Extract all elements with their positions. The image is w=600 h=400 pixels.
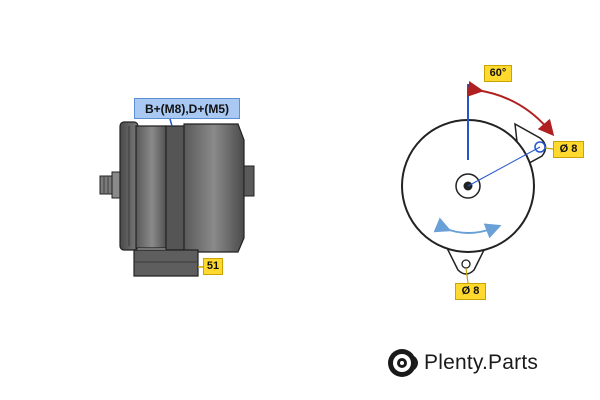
mount-code-label: 51 [203, 258, 223, 275]
upper-hole-diameter-label: Ø 8 [553, 141, 584, 158]
brake-disc-logo-icon [388, 349, 418, 377]
lower-hole-diameter-label: Ø 8 [455, 283, 486, 300]
angle-arc-arrow [466, 80, 555, 137]
mount-angle-label: 60° [484, 65, 512, 82]
rotation-arrow [433, 217, 502, 239]
housing-icon [135, 123, 255, 253]
terminal-spec-label: B+(M8),D+(M5) [134, 98, 240, 119]
brand-logo: Plenty.Parts [386, 346, 586, 380]
mounting-foot-icon [133, 249, 199, 277]
brand-name: Plenty.Parts [424, 351, 539, 374]
lower-mount-hole-icon [461, 259, 471, 269]
